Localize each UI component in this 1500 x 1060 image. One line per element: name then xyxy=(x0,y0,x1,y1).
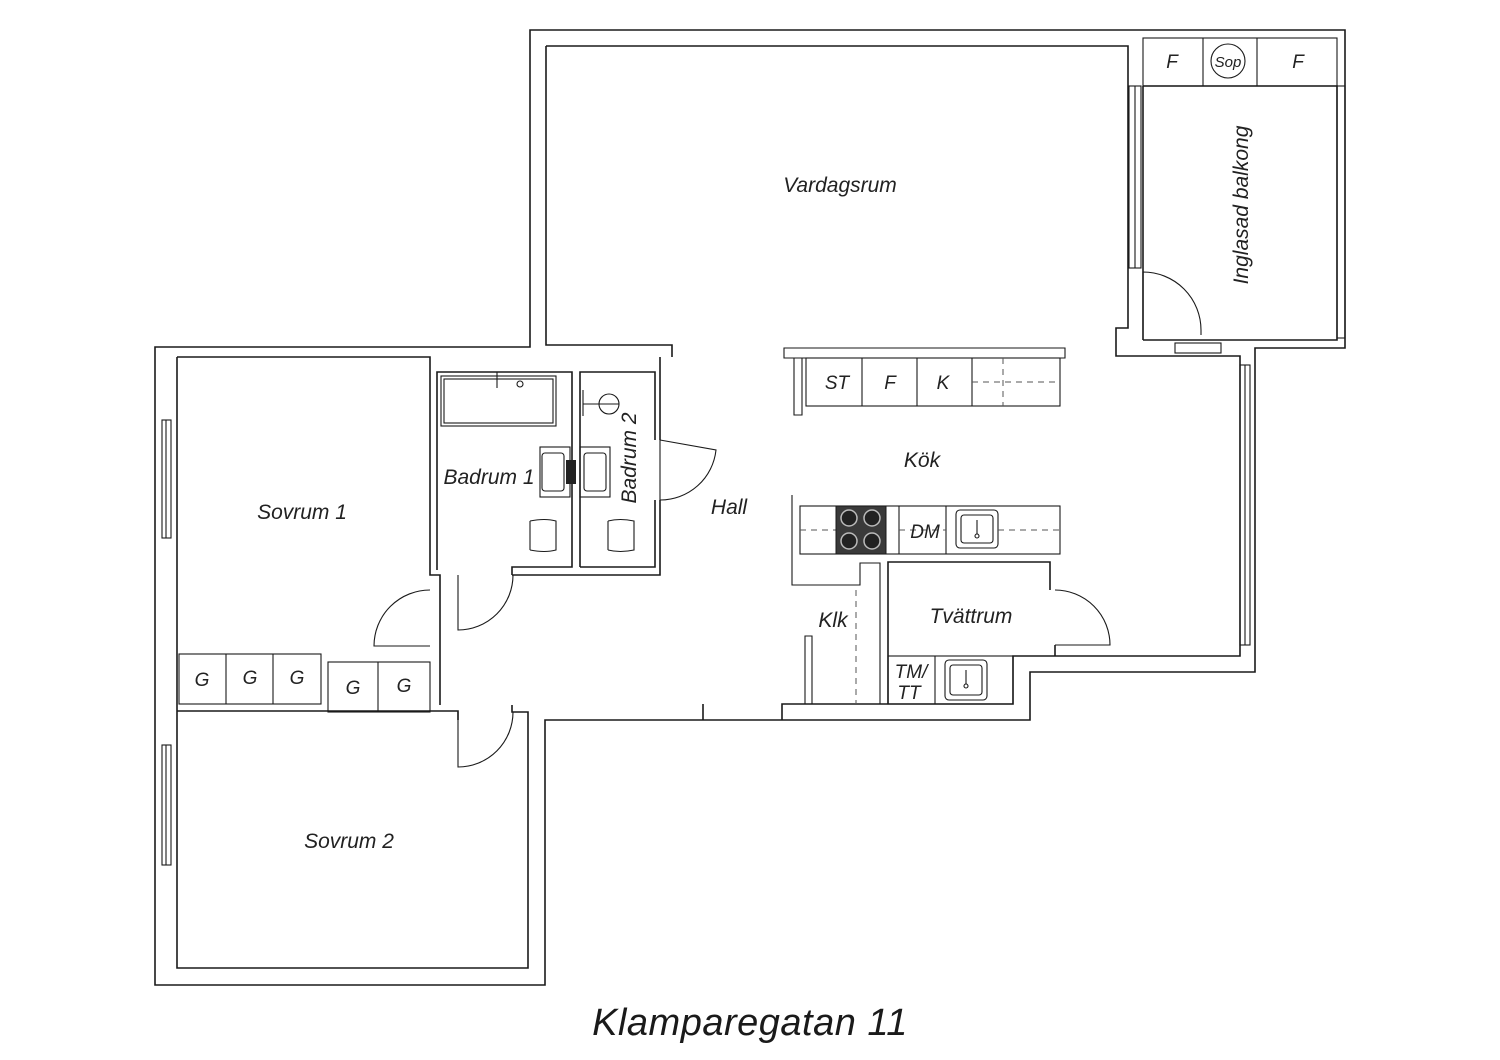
label-kitchen-f: F xyxy=(884,373,897,394)
label-laundry-tt: TT xyxy=(897,683,922,704)
bathroom-2 xyxy=(512,371,661,576)
closet-klk xyxy=(804,590,857,704)
label-kitchen-st: ST xyxy=(825,373,851,394)
label-sop: Sop xyxy=(1215,54,1242,71)
label-wardrobe: G xyxy=(195,670,210,691)
label-wardrobe: G xyxy=(346,678,361,699)
label-laundry-tm: TM/ xyxy=(895,662,929,683)
label-balkong: Inglasad balkong xyxy=(1230,125,1253,284)
kitchen-lower-counter xyxy=(791,495,1061,704)
label-wardrobe: G xyxy=(243,668,258,689)
balcony xyxy=(1128,37,1346,354)
label-kitchen-k: K xyxy=(937,373,951,394)
plan-title: Klamparegatan 11 xyxy=(592,1002,908,1044)
label-wardrobe: G xyxy=(290,668,305,689)
laundry-room xyxy=(887,561,1111,705)
label-badrum2: Badrum 2 xyxy=(618,412,641,503)
label-vardagsrum: Vardagsrum xyxy=(783,174,897,197)
label-badrum1: Badrum 1 xyxy=(443,466,534,489)
label-balkong-f-right: F xyxy=(1292,52,1305,73)
label-balkong-f-left: F xyxy=(1166,52,1179,73)
label-sovrum2: Sovrum 2 xyxy=(304,830,394,853)
label-kitchen-dm: DM xyxy=(910,522,940,543)
label-kok: Kök xyxy=(904,449,942,472)
doors xyxy=(373,439,717,768)
label-klk: Klk xyxy=(818,609,849,632)
wardrobes xyxy=(178,653,431,713)
label-wardrobe: G xyxy=(397,676,412,697)
kitchen-upper-counter xyxy=(783,347,1066,416)
label-tvattrum: Tvättrum xyxy=(930,605,1013,628)
label-hall: Hall xyxy=(711,496,749,519)
bedroom-windows xyxy=(161,419,172,866)
label-sovrum1: Sovrum 1 xyxy=(257,501,347,524)
